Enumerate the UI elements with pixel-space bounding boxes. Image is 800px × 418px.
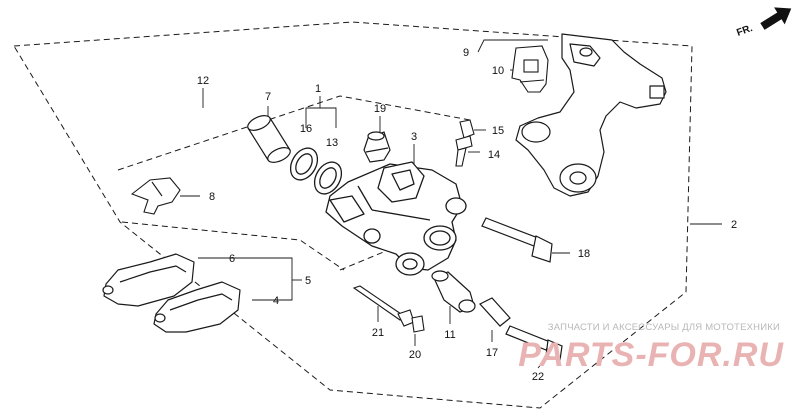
callout-22: 22: [532, 371, 544, 383]
direction-indicator: FR.: [735, 7, 792, 39]
callout-5: 5: [305, 275, 311, 287]
pad-pin: [352, 285, 425, 333]
caliper-bracket: [515, 33, 667, 197]
callout-6: 6: [229, 253, 235, 265]
callout-15: 15: [492, 125, 504, 137]
mounting-bolt: [505, 325, 563, 361]
direction-arrow-icon: [760, 7, 792, 30]
callout-10: 10: [492, 65, 504, 77]
bleeder-screw: [455, 119, 475, 167]
callout-1: 1: [315, 83, 321, 95]
callout-11: 11: [444, 329, 455, 341]
callout-17: 17: [486, 347, 498, 359]
watermark: ЗАПЧАСТИ И АКСЕССУАРЫ ДЛЯ МОТОТЕХНИКИ PA…: [518, 322, 784, 374]
pin-boot: [431, 270, 476, 313]
leader-lines: [180, 39, 722, 369]
callout-2: 2: [731, 219, 737, 231]
brake-pads: [102, 253, 241, 333]
callout-20: 20: [409, 349, 421, 361]
assembly-boundary: [13, 21, 693, 409]
callout-7: 7: [265, 91, 271, 103]
watermark-brand: PARTS-FOR.RU: [518, 336, 784, 374]
piston-seals: [289, 147, 343, 195]
pin-sleeve: [479, 297, 511, 327]
piston: [247, 115, 291, 163]
callout-4: 4: [273, 295, 279, 307]
direction-label: FR.: [735, 23, 754, 39]
callout-3: 3: [411, 131, 417, 143]
callout-21: 21: [372, 327, 384, 339]
pad-spring: [130, 177, 181, 215]
callout-18: 18: [578, 248, 590, 260]
watermark-tagline: ЗАПЧАСТИ И АКСЕССУАРЫ ДЛЯ МОТОТЕХНИКИ: [548, 322, 780, 333]
bleeder-cap: [363, 131, 391, 163]
callout-16: 16: [300, 123, 312, 135]
slide-pin: [481, 217, 553, 263]
callout-14: 14: [488, 149, 500, 161]
caliper-body: [325, 161, 467, 276]
callout-labels: 1 2 3 4 5 6 7 8 9 10 11 12 13 14 15 16 1…: [197, 47, 737, 383]
callout-13: 13: [326, 137, 338, 149]
callout-19: 19: [374, 103, 386, 115]
callout-9: 9: [463, 47, 469, 59]
pad-retainer-clip: [511, 45, 549, 93]
callout-8: 8: [209, 191, 215, 203]
callout-12: 12: [197, 75, 209, 87]
